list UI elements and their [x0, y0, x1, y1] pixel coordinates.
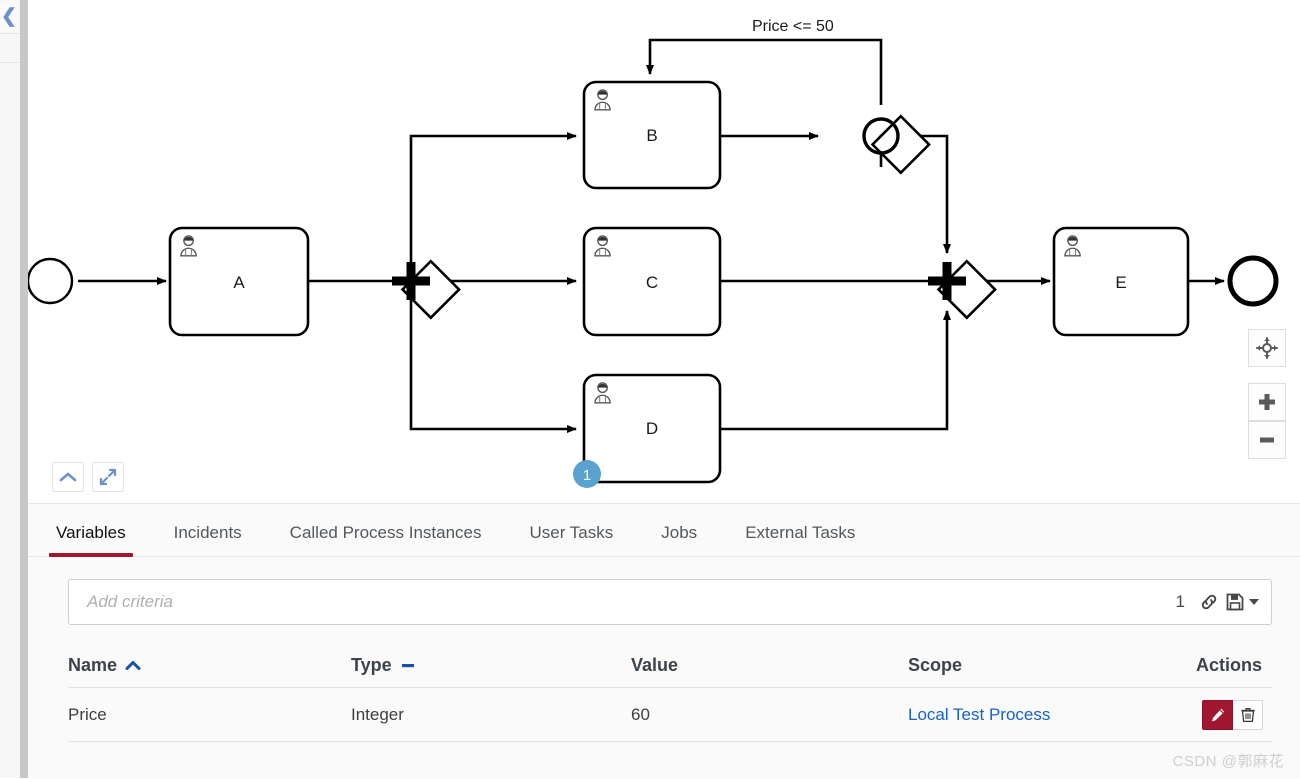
tab-jobs[interactable]: Jobs [661, 523, 698, 542]
user-task-icon [594, 89, 611, 111]
rail-divider-2 [0, 62, 19, 63]
search-input[interactable]: Add criteria 1 [68, 579, 1272, 625]
user-task-icon [1064, 235, 1081, 257]
instance-count-badge[interactable]: 1 [573, 460, 601, 488]
column-header-scope[interactable]: Scope [908, 654, 963, 675]
diagram-tools [52, 462, 124, 492]
save-query-button[interactable] [1225, 592, 1259, 612]
result-count: 1 [1175, 592, 1185, 611]
column-label-name: Name [68, 654, 118, 675]
svg-text:C: C [646, 273, 658, 292]
edit-variable-button[interactable] [1202, 699, 1233, 730]
column-header-name[interactable]: Name [68, 655, 351, 676]
user-task-icon [594, 382, 611, 404]
sort-none-icon [401, 663, 414, 667]
bpmn-diagram: Price <= 50 A [28, 18, 1279, 488]
trash-icon [1240, 707, 1255, 722]
chevron-up-icon[interactable] [52, 462, 84, 492]
user-task-icon [594, 235, 611, 257]
watermark: CSDN @郭麻花 [1172, 753, 1284, 770]
sort-asc-icon [125, 660, 141, 670]
variables-table: Name Type Value Scope Actions Price [68, 643, 1272, 742]
column-header-type[interactable]: Type [351, 655, 631, 676]
expand-diagonal-icon[interactable] [92, 462, 124, 492]
svg-text:B: B [646, 126, 657, 145]
end-event[interactable] [1227, 255, 1279, 307]
user-task-d[interactable]: D [582, 373, 722, 484]
svg-text:A: A [233, 273, 245, 292]
parallel-gateway-split[interactable] [392, 259, 461, 320]
tab-external-tasks[interactable]: External Tasks [745, 523, 856, 542]
user-task-e[interactable]: E [1052, 226, 1190, 337]
tab-incidents[interactable]: Incidents [173, 523, 242, 542]
cell-name: Price [68, 704, 107, 724]
rail-divider [0, 33, 19, 34]
vertical-scrollbar[interactable] [20, 0, 28, 778]
criteria-area: Add criteria 1 [28, 557, 1300, 625]
table-body: Price Integer 60 Local Test Process [68, 688, 1272, 742]
inclusive-gateway[interactable] [862, 114, 931, 175]
chain-link-icon[interactable] [1199, 592, 1219, 612]
zoom-controls [1248, 329, 1286, 459]
cell-value: 60 [631, 704, 650, 724]
bpmn-diagram-pane[interactable]: Price <= 50 A [28, 0, 1300, 503]
tab-user-tasks[interactable]: User Tasks [529, 523, 614, 542]
chevron-down-icon[interactable] [1249, 599, 1259, 605]
tab-called-process-instances[interactable]: Called Process Instances [289, 523, 482, 542]
delete-variable-button[interactable] [1233, 699, 1263, 730]
svg-text:E: E [1115, 273, 1126, 292]
table-row[interactable]: Price Integer 60 Local Test Process [68, 688, 1272, 742]
cell-actions [1196, 699, 1272, 730]
details-panel: Variables Incidents Called Process Insta… [28, 503, 1300, 779]
column-header-value[interactable]: Value [631, 654, 679, 675]
user-task-b[interactable]: B [582, 80, 722, 190]
start-event[interactable] [28, 257, 74, 305]
user-task-a[interactable]: A [168, 226, 310, 337]
column-label-type: Type [351, 654, 392, 675]
plus-icon[interactable] [1248, 383, 1286, 421]
badge-count: 1 [583, 467, 591, 484]
floppy-save-icon [1226, 593, 1244, 611]
search-placeholder[interactable]: Add criteria [87, 592, 173, 611]
parallel-gateway-join[interactable] [928, 259, 997, 320]
svg-text:D: D [646, 419, 658, 438]
edit-pencil-icon [1211, 708, 1224, 721]
table-header-row: Name Type Value Scope Actions [68, 643, 1272, 688]
tab-variables[interactable]: Variables [32, 523, 150, 557]
user-task-icon [180, 235, 197, 257]
flow-label-price: Price <= 50 [752, 18, 834, 35]
minus-icon[interactable] [1248, 421, 1286, 459]
user-task-c[interactable]: C [582, 226, 722, 337]
chevron-left-icon[interactable]: ❮ [0, 2, 18, 32]
cell-type: Integer [351, 704, 404, 724]
left-rail: ❮ [0, 0, 21, 778]
reset-zoom-icon[interactable] [1248, 329, 1286, 367]
column-header-actions: Actions [1196, 654, 1263, 675]
cell-scope-link[interactable]: Local Test Process [908, 704, 1051, 724]
details-tab-bar: Variables Incidents Called Process Insta… [28, 504, 1300, 557]
